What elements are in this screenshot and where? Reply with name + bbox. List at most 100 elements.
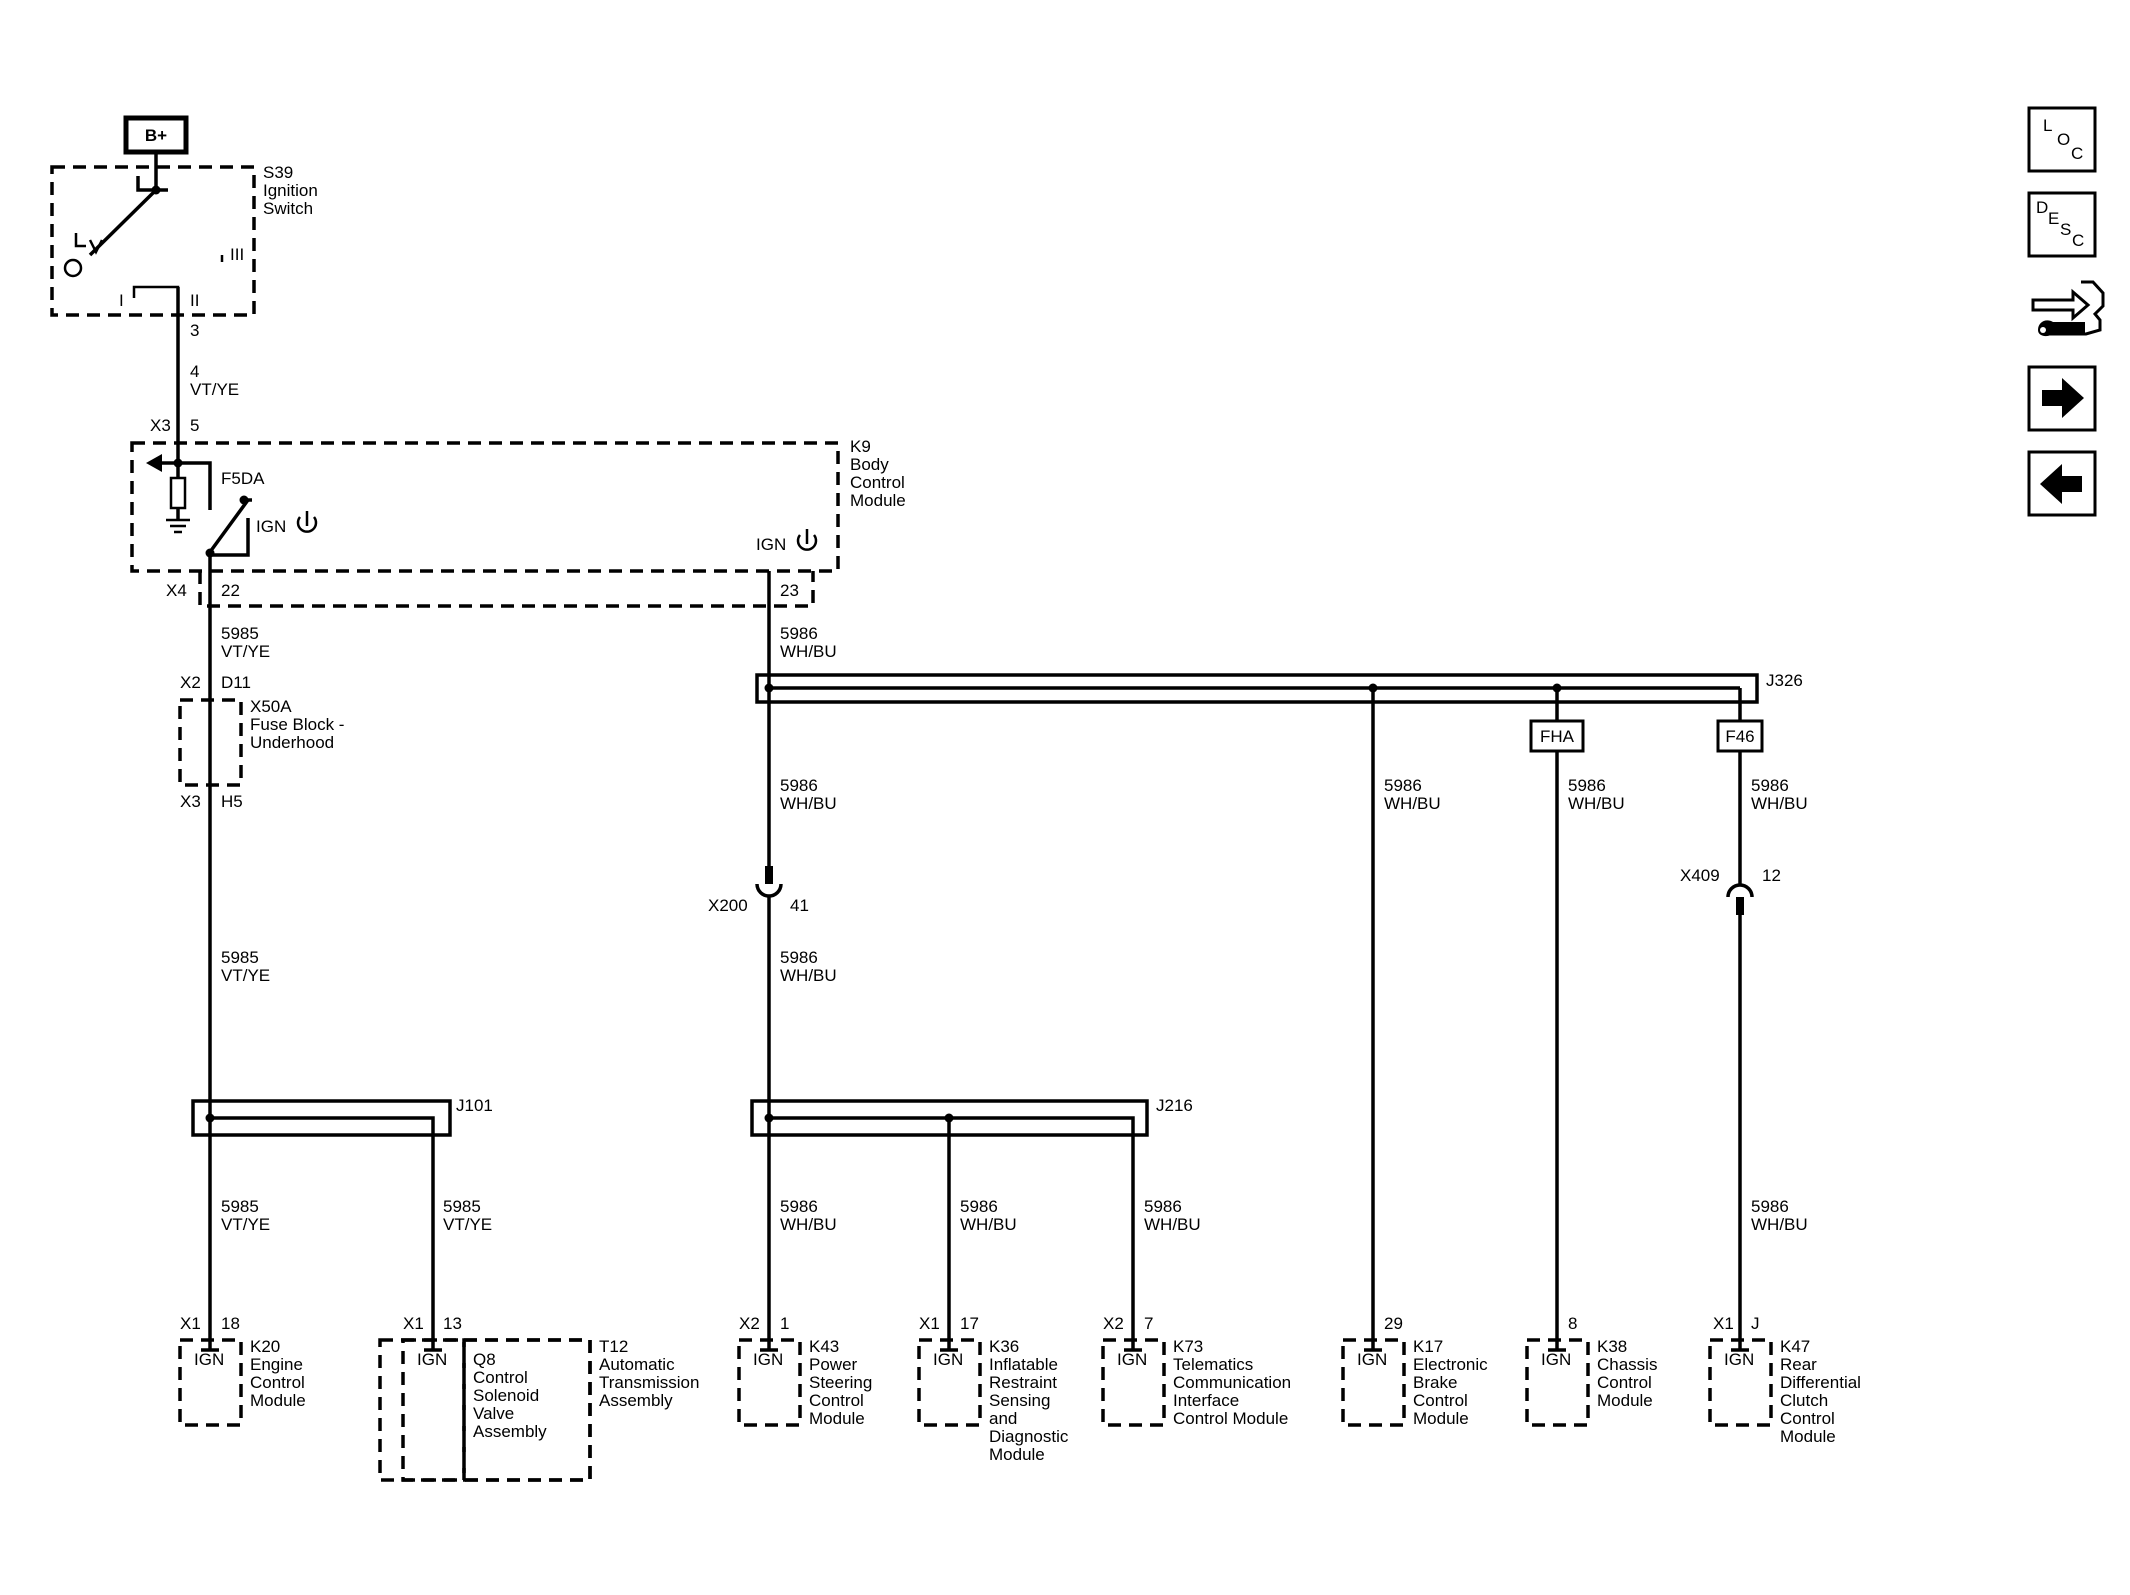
k9-name-3: Module <box>850 491 906 510</box>
wire-color-label: VT/YE <box>221 642 270 661</box>
k73-telematics-communication-interface-control-module: X2 7 IGN K73 Telematics Communication In… <box>1101 1314 1291 1428</box>
x50a-pin-top: D11 <box>221 673 251 692</box>
k20-name-3: Module <box>250 1391 306 1410</box>
k47-pin: J <box>1751 1314 1760 1333</box>
desc-button[interactable]: D E S C <box>2027 191 2097 258</box>
s39-name-2: Switch <box>263 199 313 218</box>
wire-circuit-label: 5986 <box>1751 1197 1789 1216</box>
loc-letter-c: C <box>2071 144 2083 163</box>
wire-color-label: WH/BU <box>780 1215 837 1234</box>
k9-pin-22: 22 <box>221 581 240 600</box>
loc-letter-l: L <box>2043 116 2052 135</box>
x50a-name-2: Underhood <box>250 733 334 752</box>
k9-name-1: Body <box>850 455 889 474</box>
k36-name-5: Diagnostic <box>989 1427 1069 1446</box>
fuse-fha-label: FHA <box>1540 727 1575 746</box>
k17-id: K17 <box>1413 1337 1443 1356</box>
q8-name-1: Control <box>473 1368 528 1387</box>
q8-name-2: Solenoid <box>473 1386 539 1405</box>
s39-pos-i: I <box>119 291 124 310</box>
k47-name-1: Rear <box>1780 1355 1817 1374</box>
k20-name-2: Control <box>250 1373 305 1392</box>
k20-id: K20 <box>250 1337 280 1356</box>
previous-arrow-button[interactable] <box>2027 450 2097 517</box>
j326-splice-pack: J326 FHA F46 <box>755 671 1803 753</box>
wire-circuit-label: 5986 <box>780 776 818 795</box>
k43-name-1: Power <box>809 1355 858 1374</box>
s39-pos-ii: II <box>190 291 199 310</box>
k47-connector: X1 <box>1713 1314 1734 1333</box>
k38-ign: IGN <box>1541 1350 1571 1369</box>
x50a-connector-bot: X3 <box>180 792 201 811</box>
wire-color-label: WH/BU <box>1751 794 1808 813</box>
q8-id: Q8 <box>473 1350 496 1369</box>
t12-name-2: Transmission <box>599 1373 699 1392</box>
k36-name-4: and <box>989 1409 1017 1428</box>
k36-name-1: Inflatable <box>989 1355 1058 1374</box>
t12-name-1: Automatic <box>599 1355 675 1374</box>
k20-engine-control-module: X1 18 IGN K20 Engine Control Module <box>178 1314 306 1427</box>
wire-color-label: WH/BU <box>1568 794 1625 813</box>
k20-connector: X1 <box>180 1314 201 1333</box>
k9-ign-label-2: IGN <box>756 535 786 554</box>
diagnostic-tool-icon[interactable] <box>2031 280 2105 337</box>
desc-letter-e: E <box>2048 209 2059 228</box>
x50a-fuse-block-underhood: X2 D11 X50A Fuse Block - Underhood X3 H5 <box>178 673 344 811</box>
wire-color-label: WH/BU <box>780 966 837 985</box>
wire-color-label: VT/YE <box>221 966 270 985</box>
j326-id: J326 <box>1766 671 1803 690</box>
k36-ign: IGN <box>933 1350 963 1369</box>
power-icon <box>296 511 318 533</box>
next-arrow-button[interactable] <box>2027 365 2097 432</box>
x409-pin: 12 <box>1762 866 1781 885</box>
t12-name-3: Assembly <box>599 1391 673 1410</box>
k9-pin-23: 23 <box>780 581 799 600</box>
k73-pin: 7 <box>1144 1314 1153 1333</box>
k17-pin: 29 <box>1384 1314 1403 1333</box>
fuse-f46-label: F46 <box>1725 727 1754 746</box>
k9-id: K9 <box>850 437 871 456</box>
k36-pin: 17 <box>960 1314 979 1333</box>
s39-id: S39 <box>263 163 293 182</box>
q8-name-4: Assembly <box>473 1422 547 1441</box>
k47-name-3: Clutch <box>1780 1391 1828 1410</box>
x50a-pin-bot: H5 <box>221 792 243 811</box>
loc-letter-o: O <box>2057 130 2070 149</box>
t12-connector: X1 <box>403 1314 424 1333</box>
x200-pin: 41 <box>790 896 809 915</box>
fuse-f46 <box>1716 719 1764 753</box>
k47-name-5: Module <box>1780 1427 1836 1446</box>
k36-inflatable-restraint-sensing-module: X1 17 IGN K36 Inflatable Restraint Sensi… <box>917 1314 1069 1464</box>
k38-name-3: Module <box>1597 1391 1653 1410</box>
desc-letter-s: S <box>2060 220 2071 239</box>
loc-button[interactable]: L O C <box>2027 106 2097 173</box>
k17-name-2: Brake <box>1413 1373 1457 1392</box>
wire-color-label: WH/BU <box>1144 1215 1201 1234</box>
arrow-right-icon <box>2042 378 2084 418</box>
wire-circuit-label: 5986 <box>780 624 818 643</box>
k38-id: K38 <box>1597 1337 1627 1356</box>
k43-name-4: Module <box>809 1409 865 1428</box>
t12-id: T12 <box>599 1337 628 1356</box>
wire-color-label: WH/BU <box>780 642 837 661</box>
k9-switch <box>208 498 250 554</box>
k17-electronic-brake-control-module: 29 IGN K17 Electronic Brake Control Modu… <box>1341 1314 1488 1428</box>
wire-circuit-label: 5985 <box>221 948 259 967</box>
t12-ign: IGN <box>417 1350 447 1369</box>
j216-splice-pack: J216 <box>750 1096 1193 1350</box>
wire-circuit-label: 5985 <box>221 624 259 643</box>
b-plus-label: B+ <box>145 126 167 145</box>
s39-ignition-switch: I II III S39 Ignition Switch 3 <box>50 163 318 340</box>
arrow-left-icon <box>2040 464 2082 504</box>
k9-body-control-module: X3 5 F5DA IGN IGN K9 Body Control Module <box>130 416 906 608</box>
k36-name-2: Restraint <box>989 1373 1057 1392</box>
k36-name-3: Sensing <box>989 1391 1050 1410</box>
x50a-id: X50A <box>250 697 292 716</box>
k73-connector: X2 <box>1103 1314 1124 1333</box>
k43-id: K43 <box>809 1337 839 1356</box>
k43-ign: IGN <box>753 1350 783 1369</box>
k36-connector: X1 <box>919 1314 940 1333</box>
wire-color-label: VT/YE <box>190 380 239 399</box>
k9-connector-in: X3 <box>150 416 171 435</box>
